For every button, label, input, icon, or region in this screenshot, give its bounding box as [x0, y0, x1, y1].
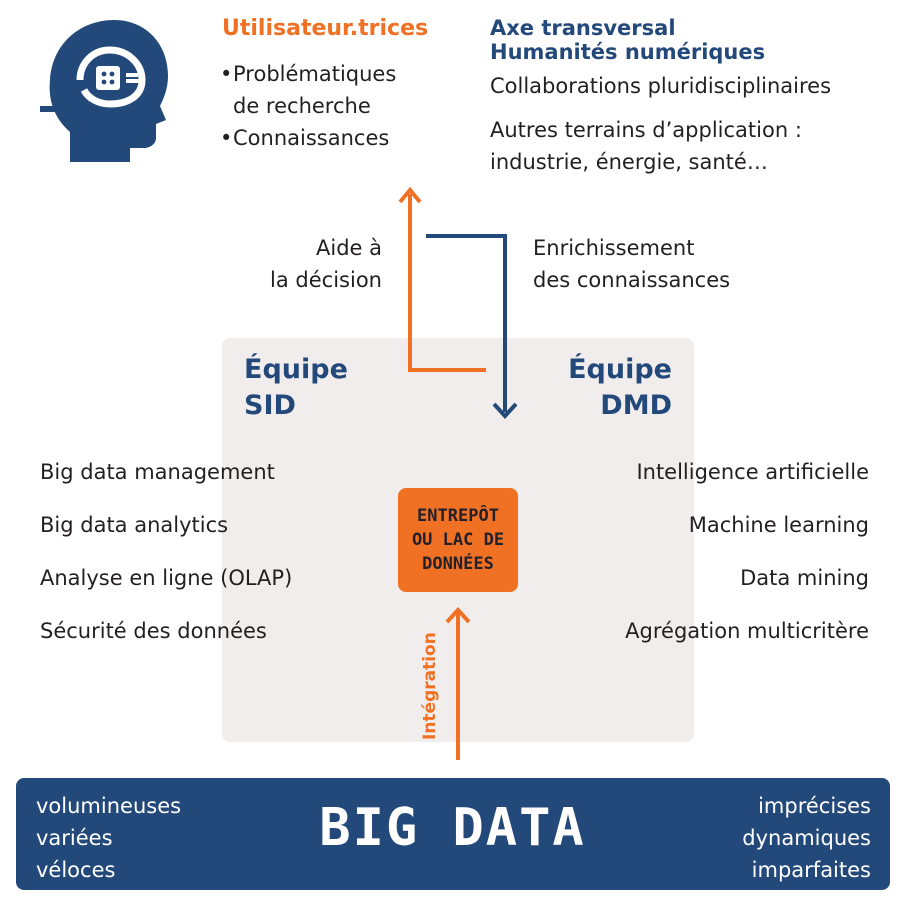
- integration-label: Intégration: [420, 632, 440, 740]
- team-dmd-title: Équipe DMD: [568, 354, 672, 421]
- list-item: Data mining: [740, 566, 869, 590]
- enrichment-arrowhead: [492, 402, 518, 419]
- list-item: Machine learning: [688, 513, 869, 537]
- other-fields-line2: industrie, énergie, santé…: [490, 150, 768, 174]
- axis-description: Collaborations pluridisciplinaires Autre…: [490, 70, 831, 178]
- dmd-topics: Intelligence artificielle Machine learni…: [625, 460, 869, 672]
- list-item: •Problématiques: [220, 62, 397, 86]
- data-warehouse-box: ENTREPÔT OU LAC DE DONNÉES: [398, 488, 518, 592]
- list-item: Big data management: [40, 460, 275, 484]
- list-item: Big data analytics: [40, 513, 229, 537]
- list-item: imprécises: [758, 794, 871, 818]
- decision-arrowhead: [398, 186, 422, 204]
- list-item: imparfaites: [751, 858, 871, 882]
- knowledge-enrichment-label: Enrichissement des connaissances: [533, 236, 731, 292]
- list-item: Agrégation multicritère: [625, 619, 869, 643]
- integration-arrowhead: [445, 607, 471, 624]
- list-item: dynamiques: [742, 826, 871, 850]
- enrichment-arrow: [426, 234, 507, 412]
- team-sid-title: Équipe SID: [244, 354, 348, 421]
- list-item: Analyse en ligne (OLAP): [40, 566, 293, 590]
- list-item: •Connaissances: [220, 126, 390, 150]
- list-item: variées: [36, 826, 113, 850]
- other-fields-line1: Autres terrains d’application :: [490, 118, 802, 142]
- sid-topics: Big data management Big data analytics A…: [40, 460, 292, 672]
- big-data-title: BIG DATA: [319, 798, 586, 858]
- list-item: Intelligence artificielle: [636, 460, 869, 484]
- list-item: Sécurité des données: [40, 619, 267, 643]
- big-data-bar: [16, 778, 890, 890]
- big-data-properties-left: volumineuses variées véloces: [36, 790, 181, 886]
- axis-title: Axe transversal Humanités numériques: [490, 16, 766, 64]
- decision-support-label: Aide à la décision: [270, 236, 382, 292]
- users-list: •Problématiques de recherche •Connaissan…: [220, 58, 396, 154]
- users-title: Utilisateur.trices: [222, 16, 429, 41]
- list-item: volumineuses: [36, 794, 182, 818]
- big-data-properties-right: imprécises dynamiques imparfaites: [742, 790, 871, 886]
- head-profile-icon: [40, 20, 169, 162]
- decision-arrow: [408, 194, 486, 372]
- collab-text: Collaborations pluridisciplinaires: [490, 74, 832, 98]
- list-item: véloces: [36, 858, 116, 882]
- list-item: de recherche: [233, 94, 371, 118]
